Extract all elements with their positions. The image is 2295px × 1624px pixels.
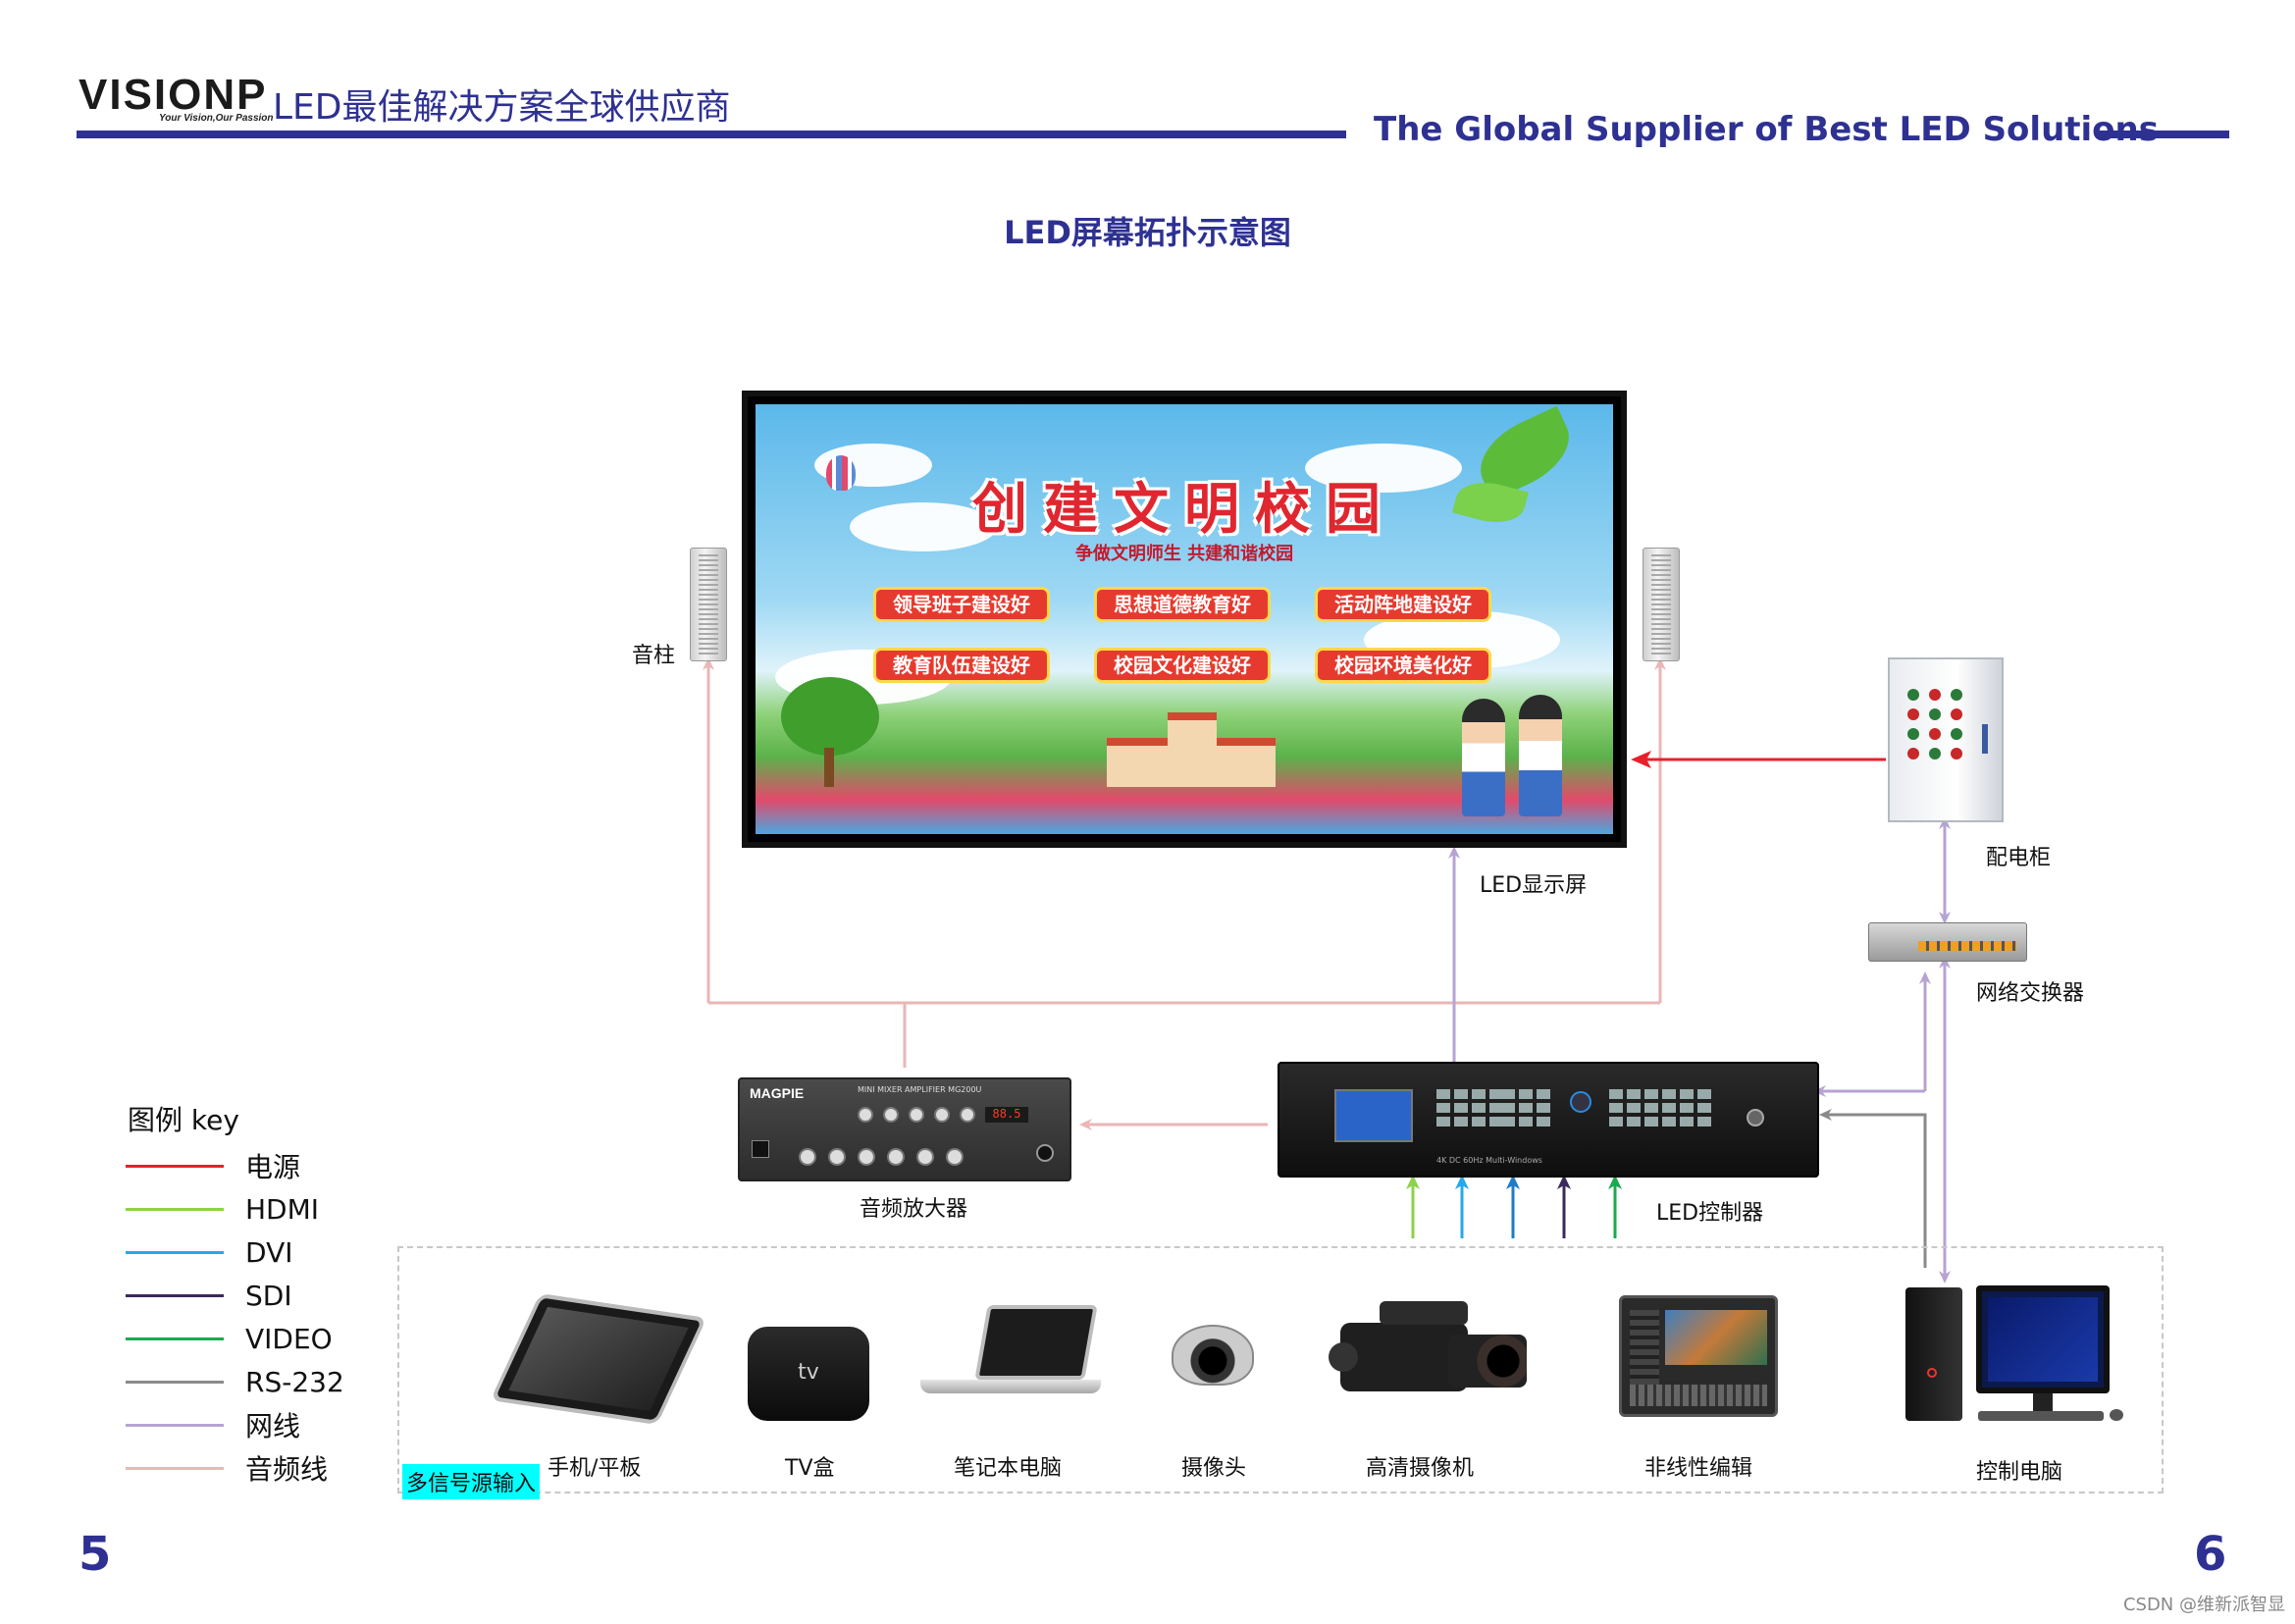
amp-display: 88.5: [985, 1107, 1028, 1123]
screen-display: 创建文明校园 争做文明师生 共建和谐校园 领导班子建设好 思想道德教育好 活动阵…: [756, 404, 1613, 834]
legend-label-hdmi: HDMI: [245, 1192, 320, 1226]
network-lines: [1448, 816, 1951, 1283]
audio-amplifier: MAGPIE MINI MIXER AMPLIFIER MG200U 88.5: [738, 1077, 1071, 1181]
input-arrows: [1406, 1175, 1622, 1238]
controller-model: 4K DC 60Hz Multi-Windows: [1436, 1156, 1542, 1165]
legend-item: VIDEO: [126, 1317, 381, 1360]
tv-box-logo: tv: [798, 1360, 819, 1385]
screen-banner-2: 思想道德教育好: [1094, 587, 1271, 622]
legend-swatch-video: [126, 1336, 224, 1340]
screen-banner-4: 教育队伍建设好: [873, 648, 1050, 683]
network-switch: [1868, 922, 2027, 962]
camcorder-icon: [1321, 1293, 1537, 1411]
nonlinear-editor-icon: [1619, 1295, 1778, 1417]
network-switch-label: 网络交换器: [1976, 981, 2085, 1006]
monitor-stand: [2033, 1393, 2053, 1411]
brand-slogan-cn: LED最佳解决方案全球供应商: [273, 87, 731, 128]
page-title: LED屏幕拓扑示意图: [1004, 214, 1291, 251]
rs232-line: [1819, 1109, 1927, 1268]
hot-air-balloon-icon: [826, 455, 856, 491]
screen-banner-1: 领导班子建设好: [873, 587, 1050, 622]
source-label-laptop: 笔记本电脑: [954, 1456, 1063, 1481]
student-figure-icon: [1462, 699, 1505, 816]
led-controller-label: LED控制器: [1656, 1201, 1764, 1226]
legend-label-audio: 音频线: [245, 1453, 329, 1486]
speaker-right: [1643, 548, 1680, 661]
source-label-tvbox: TV盒: [785, 1456, 835, 1481]
legend-item: 网线: [126, 1403, 381, 1446]
signal-sources-group: [397, 1246, 2164, 1493]
legend-item: HDMI: [126, 1187, 381, 1231]
legend-swatch-network: [126, 1423, 224, 1427]
legend-swatch-power: [126, 1164, 224, 1168]
legend-item: 电源: [126, 1144, 381, 1187]
legend-label-dvi: DVI: [245, 1235, 293, 1269]
speaker-label: 音柱: [632, 644, 676, 668]
source-group-badge: 多信号源输入: [402, 1464, 541, 1499]
header-rule-left: [77, 131, 1346, 138]
screen-subline: 争做文明师生 共建和谐校园: [1074, 544, 1294, 564]
legend-label-sdi: SDI: [245, 1279, 292, 1312]
watermark: CSDN @维新派智显: [2122, 1595, 2285, 1615]
header-rule-right: [2098, 131, 2229, 138]
screen-banner-3: 活动阵地建设好: [1315, 587, 1491, 622]
screen-banner-6: 校园环境美化好: [1315, 648, 1491, 683]
control-pc-monitor-icon: [1976, 1285, 2110, 1393]
brand-tagline: Your Vision,Our Passion: [159, 113, 274, 124]
legend-swatch-dvi: [126, 1250, 224, 1254]
control-pc-label: 控制电脑: [1976, 1460, 2063, 1485]
led-screen: 创建文明校园 争做文明师生 共建和谐校园 领导班子建设好 思想道德教育好 活动阵…: [742, 391, 1627, 848]
legend-swatch-rs232: [126, 1380, 224, 1384]
led-controller: 4K DC 60Hz Multi-Windows: [1278, 1062, 1819, 1178]
legend-label-rs232: RS-232: [245, 1365, 344, 1398]
student-figure-icon-2: [1519, 695, 1562, 816]
legend-title: 图例 key: [128, 1104, 239, 1136]
legend: 电源 HDMI DVI SDI VIDEO RS-232 网线 音频线: [126, 1144, 381, 1490]
source-label-editor: 非线性编辑: [1644, 1456, 1753, 1481]
audio-amp-label: 音频放大器: [860, 1197, 968, 1222]
dome-camera-icon: [1172, 1325, 1254, 1386]
tree-icon: [781, 677, 879, 756]
legend-item: DVI: [126, 1231, 381, 1274]
tv-box-icon: tv: [748, 1327, 869, 1421]
source-label-tablet: 手机/平板: [548, 1456, 642, 1481]
audio-lines: [703, 657, 1666, 1130]
source-label-camcorder: 高清摄像机: [1366, 1456, 1475, 1481]
legend-swatch-audio: [126, 1466, 224, 1470]
amp-brand: MAGPIE: [750, 1085, 805, 1101]
power-cabinet-label: 配电柜: [1986, 846, 2052, 870]
power-cabinet: [1888, 657, 2004, 822]
laptop-icon: [974, 1305, 1098, 1380]
brand-slogan-en: The Global Supplier of Best LED Solution…: [1374, 110, 2159, 149]
source-label-camera: 摄像头: [1181, 1456, 1247, 1481]
amp-model: MINI MIXER AMPLIFIER MG200U: [858, 1085, 982, 1094]
keyboard-icon: [1978, 1411, 2104, 1421]
led-screen-label: LED显示屏: [1480, 873, 1588, 898]
legend-item: 音频线: [126, 1446, 381, 1490]
brand-logo: VISIONP: [78, 71, 268, 119]
legend-label-video: VIDEO: [245, 1322, 333, 1355]
page-number-right: 6: [2194, 1527, 2227, 1582]
page-number-left: 5: [78, 1527, 112, 1582]
legend-swatch-sdi: [126, 1293, 224, 1297]
legend-swatch-hdmi: [126, 1207, 224, 1211]
mouse-icon: [2110, 1409, 2123, 1421]
screen-banner-5: 校园文化建设好: [1094, 648, 1271, 683]
legend-label-power: 电源: [245, 1151, 301, 1183]
legend-item: SDI: [126, 1274, 381, 1317]
legend-label-network: 网线: [245, 1410, 301, 1442]
control-pc-tower-icon: [1905, 1287, 1962, 1421]
speaker-left: [690, 548, 727, 661]
screen-headline: 创建文明校园: [972, 478, 1396, 542]
legend-item: RS-232: [126, 1360, 381, 1403]
laptop-base: [920, 1380, 1101, 1393]
